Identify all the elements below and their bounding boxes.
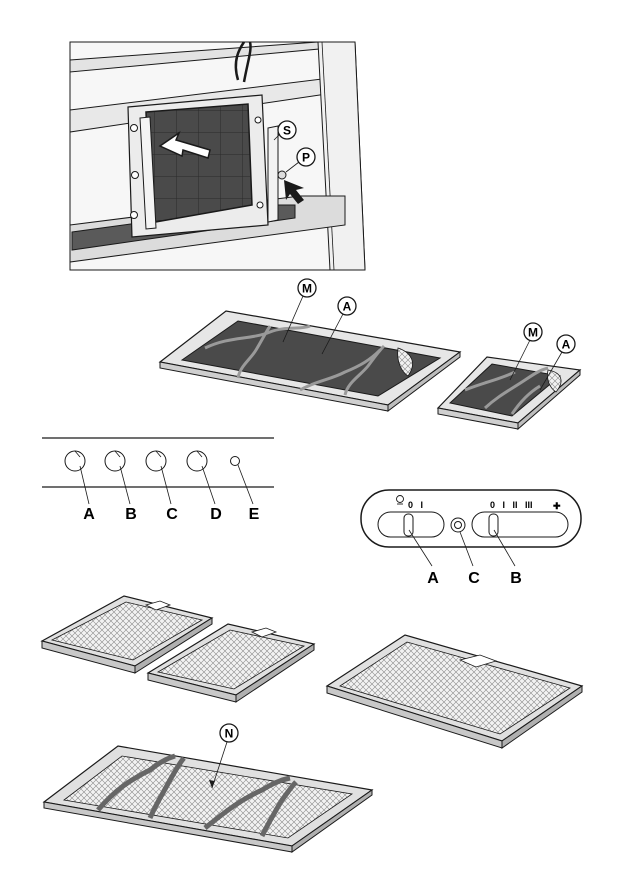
callout-m-small: M bbox=[523, 322, 543, 342]
grease-filter-n: N bbox=[42, 723, 374, 853]
pointer-arrow-icon bbox=[284, 180, 304, 204]
figure-grease-filters: N bbox=[40, 595, 584, 853]
figure-knob-control-panel: A B C D E bbox=[42, 437, 274, 523]
knob-label-e: E bbox=[249, 506, 260, 523]
callout-p: P bbox=[296, 147, 316, 167]
light-scale-text: 0 I bbox=[408, 500, 423, 510]
insertion-arrow-icon bbox=[158, 130, 211, 159]
large-carbon-filter: M A bbox=[158, 278, 462, 412]
callout-n: N bbox=[219, 723, 239, 743]
small-carbon-filter: M A bbox=[436, 322, 582, 431]
svg-text:M: M bbox=[302, 282, 312, 296]
knob-b bbox=[104, 450, 126, 472]
knob-label-c: C bbox=[166, 506, 178, 523]
knob-c bbox=[145, 450, 167, 472]
slider-label-c: C bbox=[468, 570, 480, 587]
knob-a bbox=[64, 450, 86, 472]
center-button-c bbox=[450, 517, 466, 533]
knob-label-a: A bbox=[83, 506, 95, 523]
light-bulb-icon bbox=[396, 495, 404, 505]
svg-text:A: A bbox=[562, 338, 571, 352]
indicator-light-e bbox=[230, 456, 240, 466]
knob-label-b: B bbox=[125, 506, 137, 523]
callout-a-large: A bbox=[337, 296, 357, 316]
figure-carbon-mat-filters: M A M A bbox=[158, 278, 582, 431]
speed-slider-b bbox=[488, 513, 499, 537]
callout-s: S bbox=[277, 120, 297, 140]
knob-label-d: D bbox=[210, 506, 222, 523]
svg-text:A: A bbox=[343, 300, 352, 314]
svg-text:P: P bbox=[302, 151, 310, 165]
grease-filter-3 bbox=[325, 634, 584, 749]
light-slider-a bbox=[403, 513, 414, 537]
knob-d bbox=[186, 450, 208, 472]
speed-scale-text: 0 I II III bbox=[490, 500, 533, 510]
svg-text:N: N bbox=[225, 727, 234, 741]
slider-label-a: A bbox=[427, 570, 439, 587]
grease-filter-2 bbox=[146, 623, 316, 703]
boost-plus-icon: ✚ bbox=[553, 501, 561, 511]
svg-text:S: S bbox=[283, 124, 291, 138]
callout-m-large: M bbox=[297, 278, 317, 298]
grease-filter-1 bbox=[40, 595, 214, 674]
callout-a-small: A bbox=[556, 334, 576, 354]
svg-text:M: M bbox=[528, 326, 538, 340]
slider-label-b: B bbox=[510, 570, 522, 587]
figure-carbon-filter-insertion: S P bbox=[69, 41, 366, 271]
figure-slider-control-panel: 0 I 0 I II III ✚ A C B bbox=[360, 489, 582, 587]
